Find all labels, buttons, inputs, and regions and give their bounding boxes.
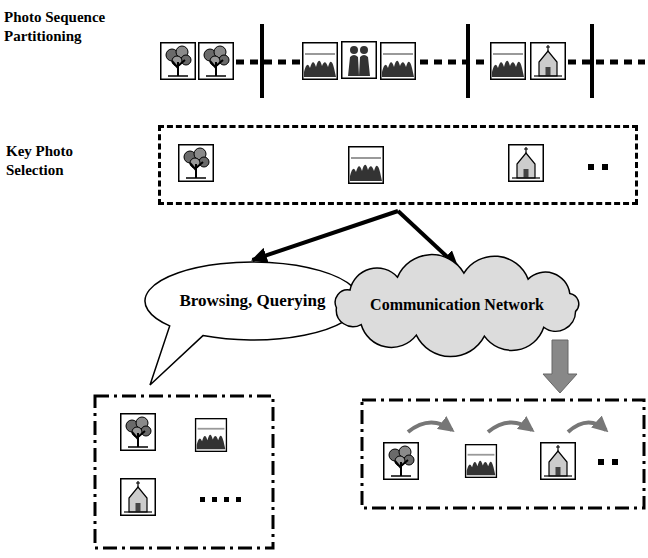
photo-thumbnail (179, 145, 214, 182)
sequence-line (236, 24, 645, 98)
photo-thumbnail (509, 145, 544, 182)
stage-label: Key Photo Selection (6, 142, 118, 180)
photo-thumbnail (121, 479, 156, 516)
ellipsis-dots (598, 459, 618, 465)
network-cloud: Communication Network (330, 268, 584, 342)
photo-thumbnail (384, 443, 419, 480)
bubble-shape (145, 262, 360, 385)
photo-thumbnail (196, 419, 227, 452)
photo-thumbnail (466, 445, 497, 478)
transmit-arrow (543, 340, 577, 393)
node-text: Communication Network (370, 295, 544, 315)
photo-thumbnail (541, 443, 576, 480)
photo-thumbnail (303, 43, 338, 80)
photo-thumbnail (491, 43, 526, 80)
text-holder: Communication Network (370, 295, 544, 315)
photo-thumbnail (161, 43, 196, 80)
cloud-shape (335, 255, 579, 357)
ellipsis-dots (200, 497, 241, 502)
sequence-arrow (408, 422, 606, 432)
text-holder: Browsing, Querying (179, 290, 325, 311)
photo-thumbnail (349, 147, 384, 184)
stage-label: Photo Sequence Partitioning (4, 8, 128, 46)
result-box (95, 396, 273, 548)
ellipsis-dots (588, 164, 608, 170)
photo-thumbnail (199, 43, 234, 80)
flow-arrow (253, 211, 399, 260)
photo-thumbnail (121, 414, 156, 451)
photo-thumbnail (381, 43, 416, 80)
node-text: Browsing, Querying (179, 290, 325, 311)
photo-thumbnail (531, 43, 566, 80)
key-photo-box: Key Photo Selection (158, 125, 638, 205)
stream-box (362, 400, 644, 508)
photo-thumbnail (342, 42, 377, 79)
speech-bubble: Browsing, Querying (145, 262, 360, 340)
